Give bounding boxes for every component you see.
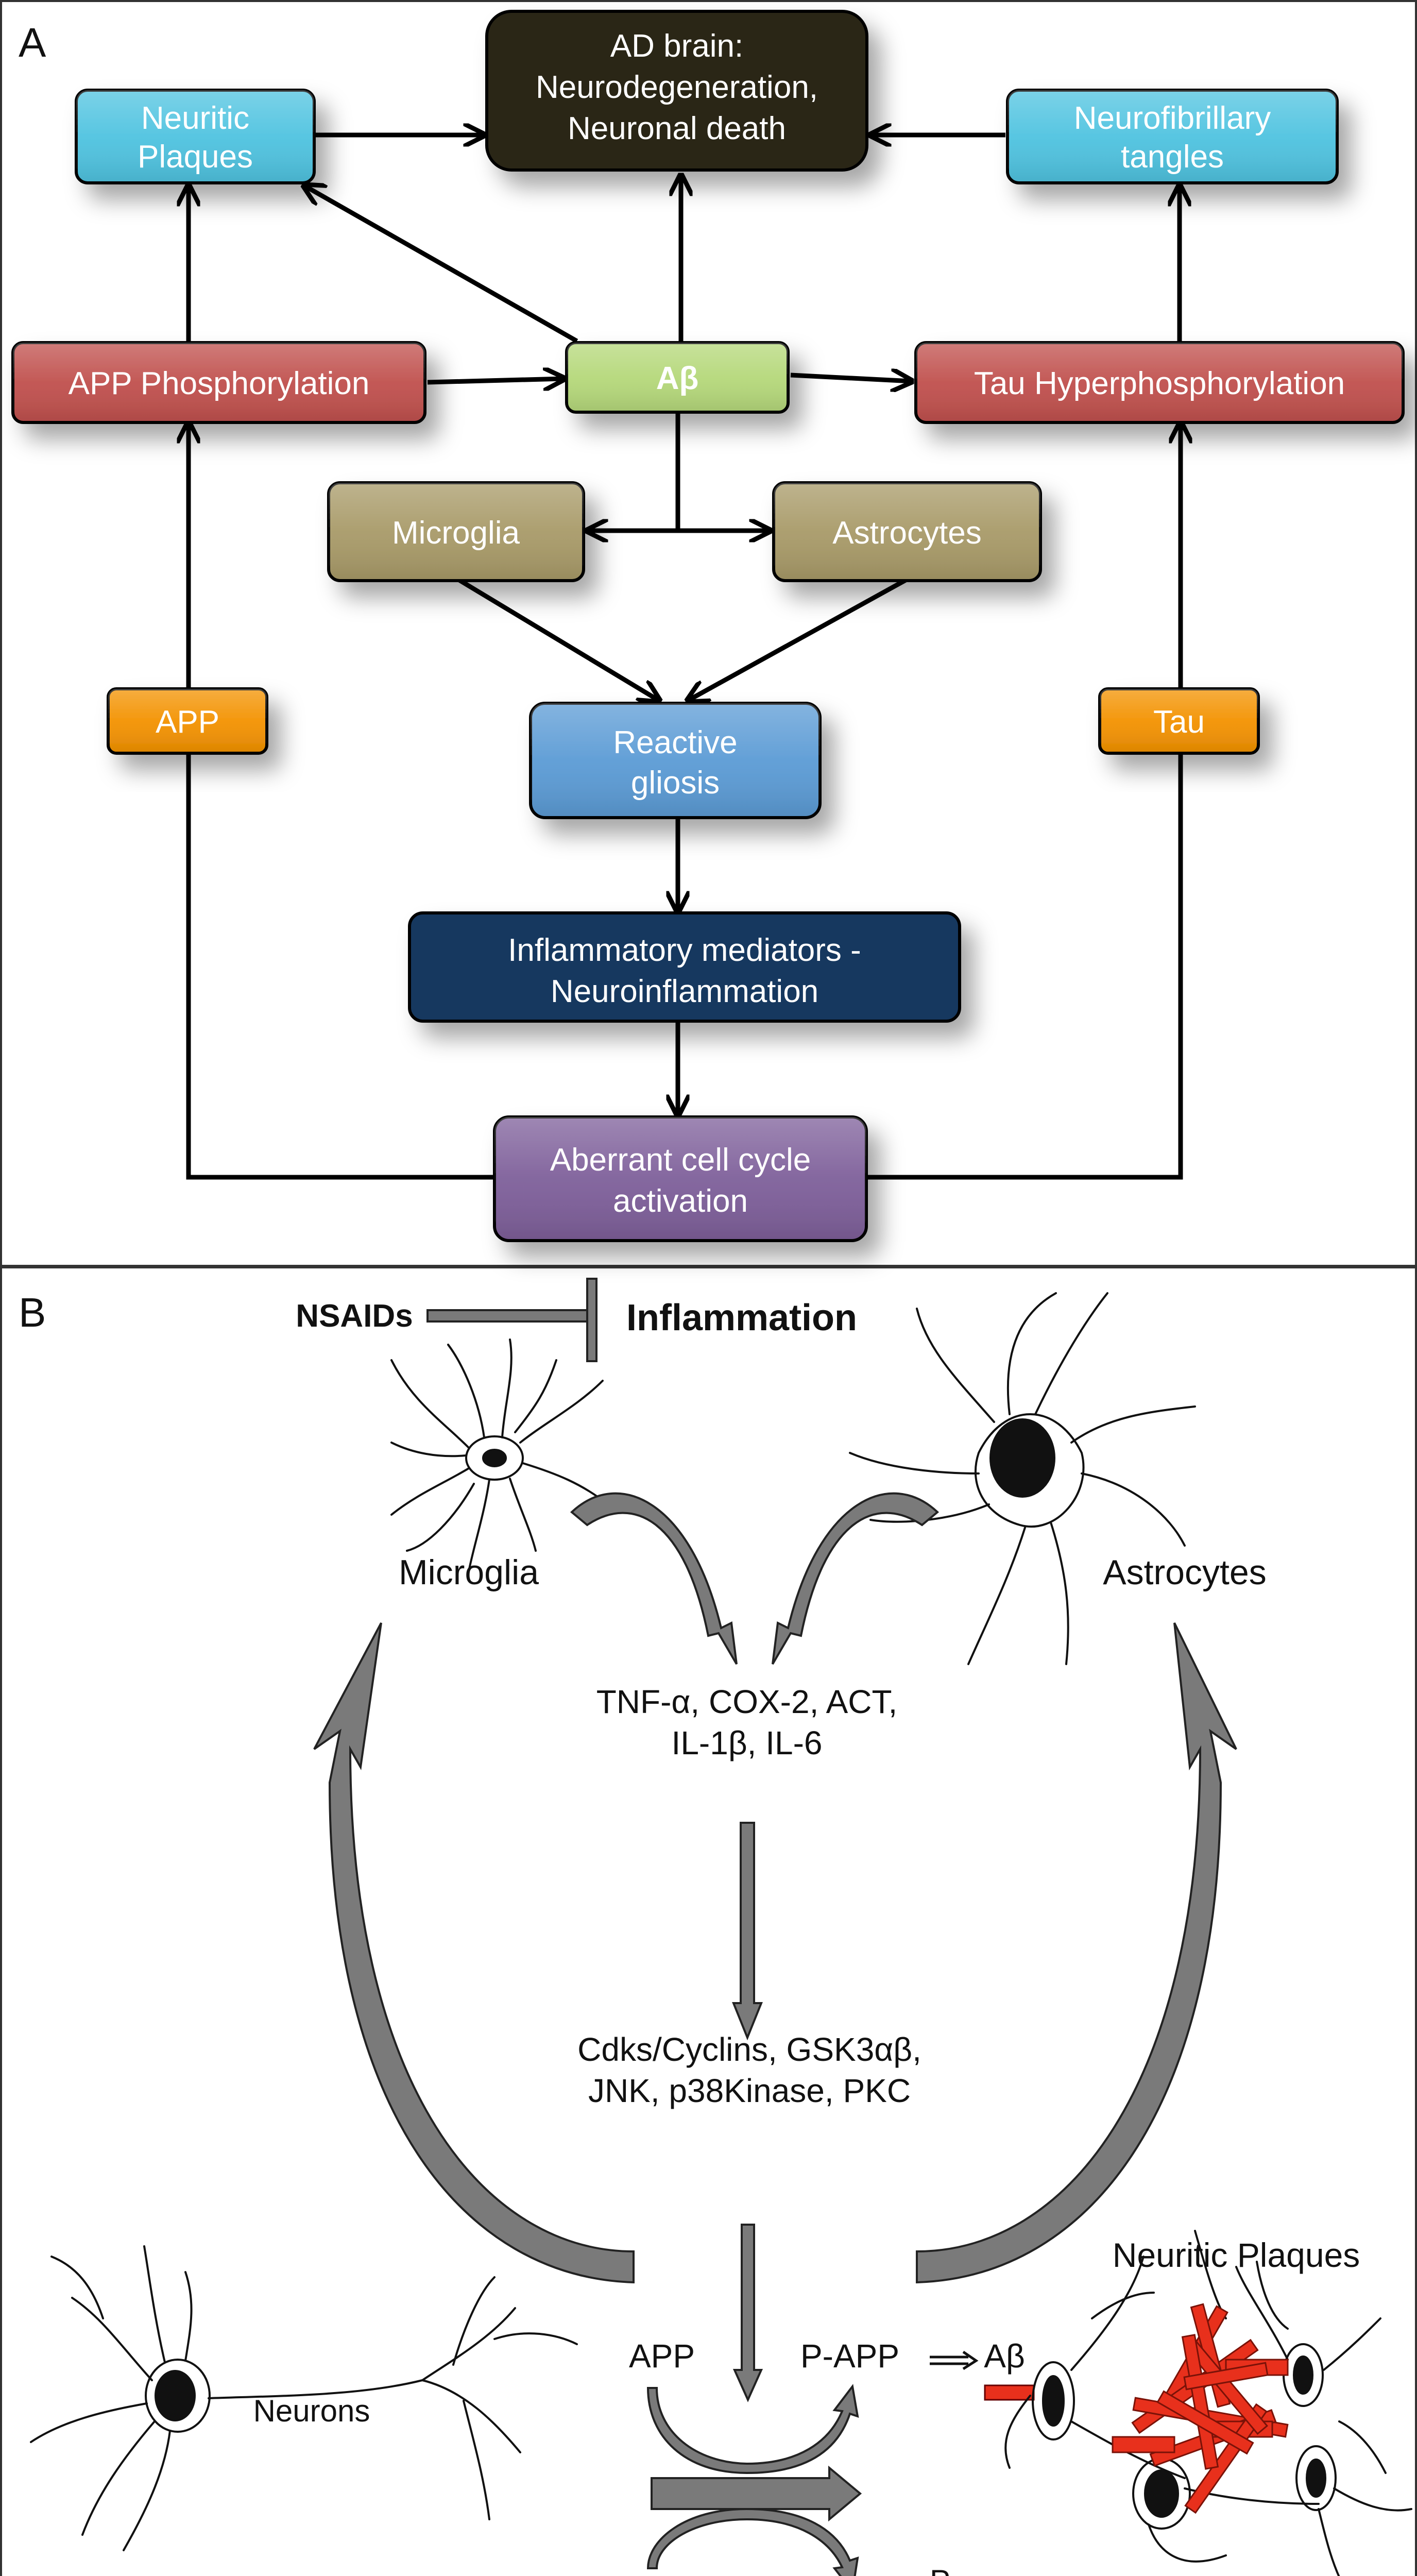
kinases-line-2: JNK, p38Kinase, PKC bbox=[588, 2072, 911, 2109]
astrocytes-label: Astrocytes bbox=[832, 515, 981, 551]
app-label: APP bbox=[156, 704, 219, 740]
node-neurofibrillary-tangles: Neurofibrillary tangles bbox=[1006, 89, 1339, 184]
inflammation-label: Inflammation bbox=[626, 1297, 857, 1338]
kinases-line-1: Cdks/Cyclins, GSK3αβ, bbox=[577, 2031, 921, 2068]
microglia-drawing bbox=[390, 1338, 609, 1572]
nsaids-label: NSAIDs bbox=[296, 1298, 413, 1334]
astrocyte-drawing bbox=[849, 1292, 1196, 1665]
ad-brain-line-3: Neuronal death bbox=[568, 111, 786, 146]
edge-astrocytes-to-gliosis bbox=[688, 578, 908, 701]
node-abeta: Aβ bbox=[565, 341, 790, 414]
neuritic-plaques-label-b: Neuritic Plaques bbox=[1113, 2236, 1360, 2274]
p-tau-left-label: P-Tau bbox=[598, 2574, 684, 2576]
panel-b-letter: B bbox=[19, 1290, 46, 1335]
aberrant-cell-cycle-line-1: Aberrant cell cycle bbox=[550, 1142, 811, 1178]
neurofibrillary-tangles-line-2: tangles bbox=[1121, 139, 1224, 175]
node-app: APP bbox=[107, 687, 268, 755]
abeta-label: Aβ bbox=[656, 361, 699, 396]
neuritic-plaque-drawing bbox=[1004, 2230, 1412, 2576]
abeta-monomer bbox=[984, 2384, 1035, 2401]
p-app-to-abeta-arrow bbox=[930, 2350, 979, 2370]
cytokines-to-kinases-arrow bbox=[732, 1822, 763, 2041]
microglia-label-b: Microglia bbox=[399, 1553, 539, 1592]
nsaids-inhibition-bar bbox=[426, 1309, 592, 1323]
app-to-papp-curve bbox=[646, 2384, 859, 2475]
node-inflammatory-mediators: Inflammatory mediators - Neuroinflammati… bbox=[408, 911, 961, 1023]
panel-a-edges bbox=[189, 135, 1181, 1180]
astrocytes-label-b: Astrocytes bbox=[1103, 1553, 1266, 1592]
edge-microglia-to-gliosis bbox=[457, 578, 659, 701]
neuritic-plaques-line-2: Plaques bbox=[138, 139, 253, 175]
inflammatory-mediators-line-2: Neuroinflammation bbox=[551, 974, 818, 1009]
reactive-gliosis-line-2: gliosis bbox=[631, 765, 720, 801]
feedback-arc-left bbox=[313, 1622, 635, 2284]
edge-abeta-to-plaques bbox=[304, 185, 578, 343]
inflammatory-mediators-line-1: Inflammatory mediators - bbox=[508, 933, 861, 968]
panel-a-letter: A bbox=[19, 20, 46, 65]
ad-brain-line-2: Neurodegeneration, bbox=[536, 70, 818, 105]
astrocytes-to-cytokines-arrow bbox=[772, 1492, 940, 1665]
ad-brain-line-1: AD brain: bbox=[610, 28, 743, 64]
node-ad-brain: AD brain: Neurodegeneration, Neuronal de… bbox=[485, 10, 868, 172]
feedback-arc-right bbox=[916, 1622, 1237, 2284]
aberrant-cell-cycle-line-2: activation bbox=[613, 1183, 748, 1219]
microglia-label: Microglia bbox=[392, 515, 520, 551]
microglia-to-cytokines-arrow bbox=[570, 1492, 738, 1665]
edge-appphos-to-abeta bbox=[427, 379, 564, 382]
phosphate-1: P bbox=[930, 2564, 950, 2576]
tau-label: Tau bbox=[1153, 704, 1205, 740]
reactive-gliosis-line-1: Reactive bbox=[613, 725, 737, 760]
neurons-label: Neurons bbox=[253, 2394, 370, 2428]
app-phosphorylation-label: APP Phosphorylation bbox=[69, 366, 370, 401]
tau-hyperphosphorylation-label: Tau Hyperphosphorylation bbox=[974, 366, 1345, 401]
abeta-label-b: Aβ bbox=[984, 2337, 1025, 2375]
neuron-drawing bbox=[30, 2245, 578, 2551]
neurofibrillary-tangles-line-1: Neurofibrillary bbox=[1074, 100, 1271, 136]
plaque-fibrils bbox=[1112, 2303, 1289, 2514]
node-aberrant-cell-cycle: Aberrant cell cycle activation bbox=[493, 1115, 868, 1242]
node-tau: Tau bbox=[1098, 687, 1260, 755]
node-astrocytes: Astrocytes bbox=[772, 481, 1042, 582]
neuritic-plaques-line-1: Neuritic bbox=[141, 100, 249, 136]
edge-cellcycle-to-app-phos bbox=[189, 422, 494, 1180]
reaction-main-arrow bbox=[651, 2465, 862, 2522]
edge-abeta-to-tauhyper bbox=[790, 375, 912, 381]
panel-b-frame bbox=[0, 1266, 1417, 2576]
node-tau-hyperphosphorylation: Tau Hyperphosphorylation bbox=[914, 341, 1405, 424]
node-app-phosphorylation: APP Phosphorylation bbox=[11, 341, 426, 424]
panel-a-frame bbox=[0, 0, 1417, 1267]
ptau-to-ptau-curve bbox=[646, 2507, 859, 2576]
p-app-label: P-APP bbox=[800, 2337, 899, 2375]
inhibition-tbar bbox=[586, 1278, 597, 1362]
edge-cellcycle-to-tau-hyper bbox=[868, 422, 1181, 1180]
cytokines-line-2: IL-1β, IL-6 bbox=[672, 1724, 823, 1761]
node-neuritic-plaques: Neuritic Plaques bbox=[75, 89, 316, 184]
p-tau-right-label: P-Tau bbox=[807, 2574, 893, 2576]
cytokines-line-1: TNF-α, COX-2, ACT, bbox=[596, 1683, 898, 1720]
node-reactive-gliosis: Reactive gliosis bbox=[529, 702, 822, 819]
app-label-b: APP bbox=[629, 2337, 695, 2375]
node-microglia: Microglia bbox=[327, 481, 585, 582]
kinases-to-reaction-arrow bbox=[732, 2224, 763, 2402]
